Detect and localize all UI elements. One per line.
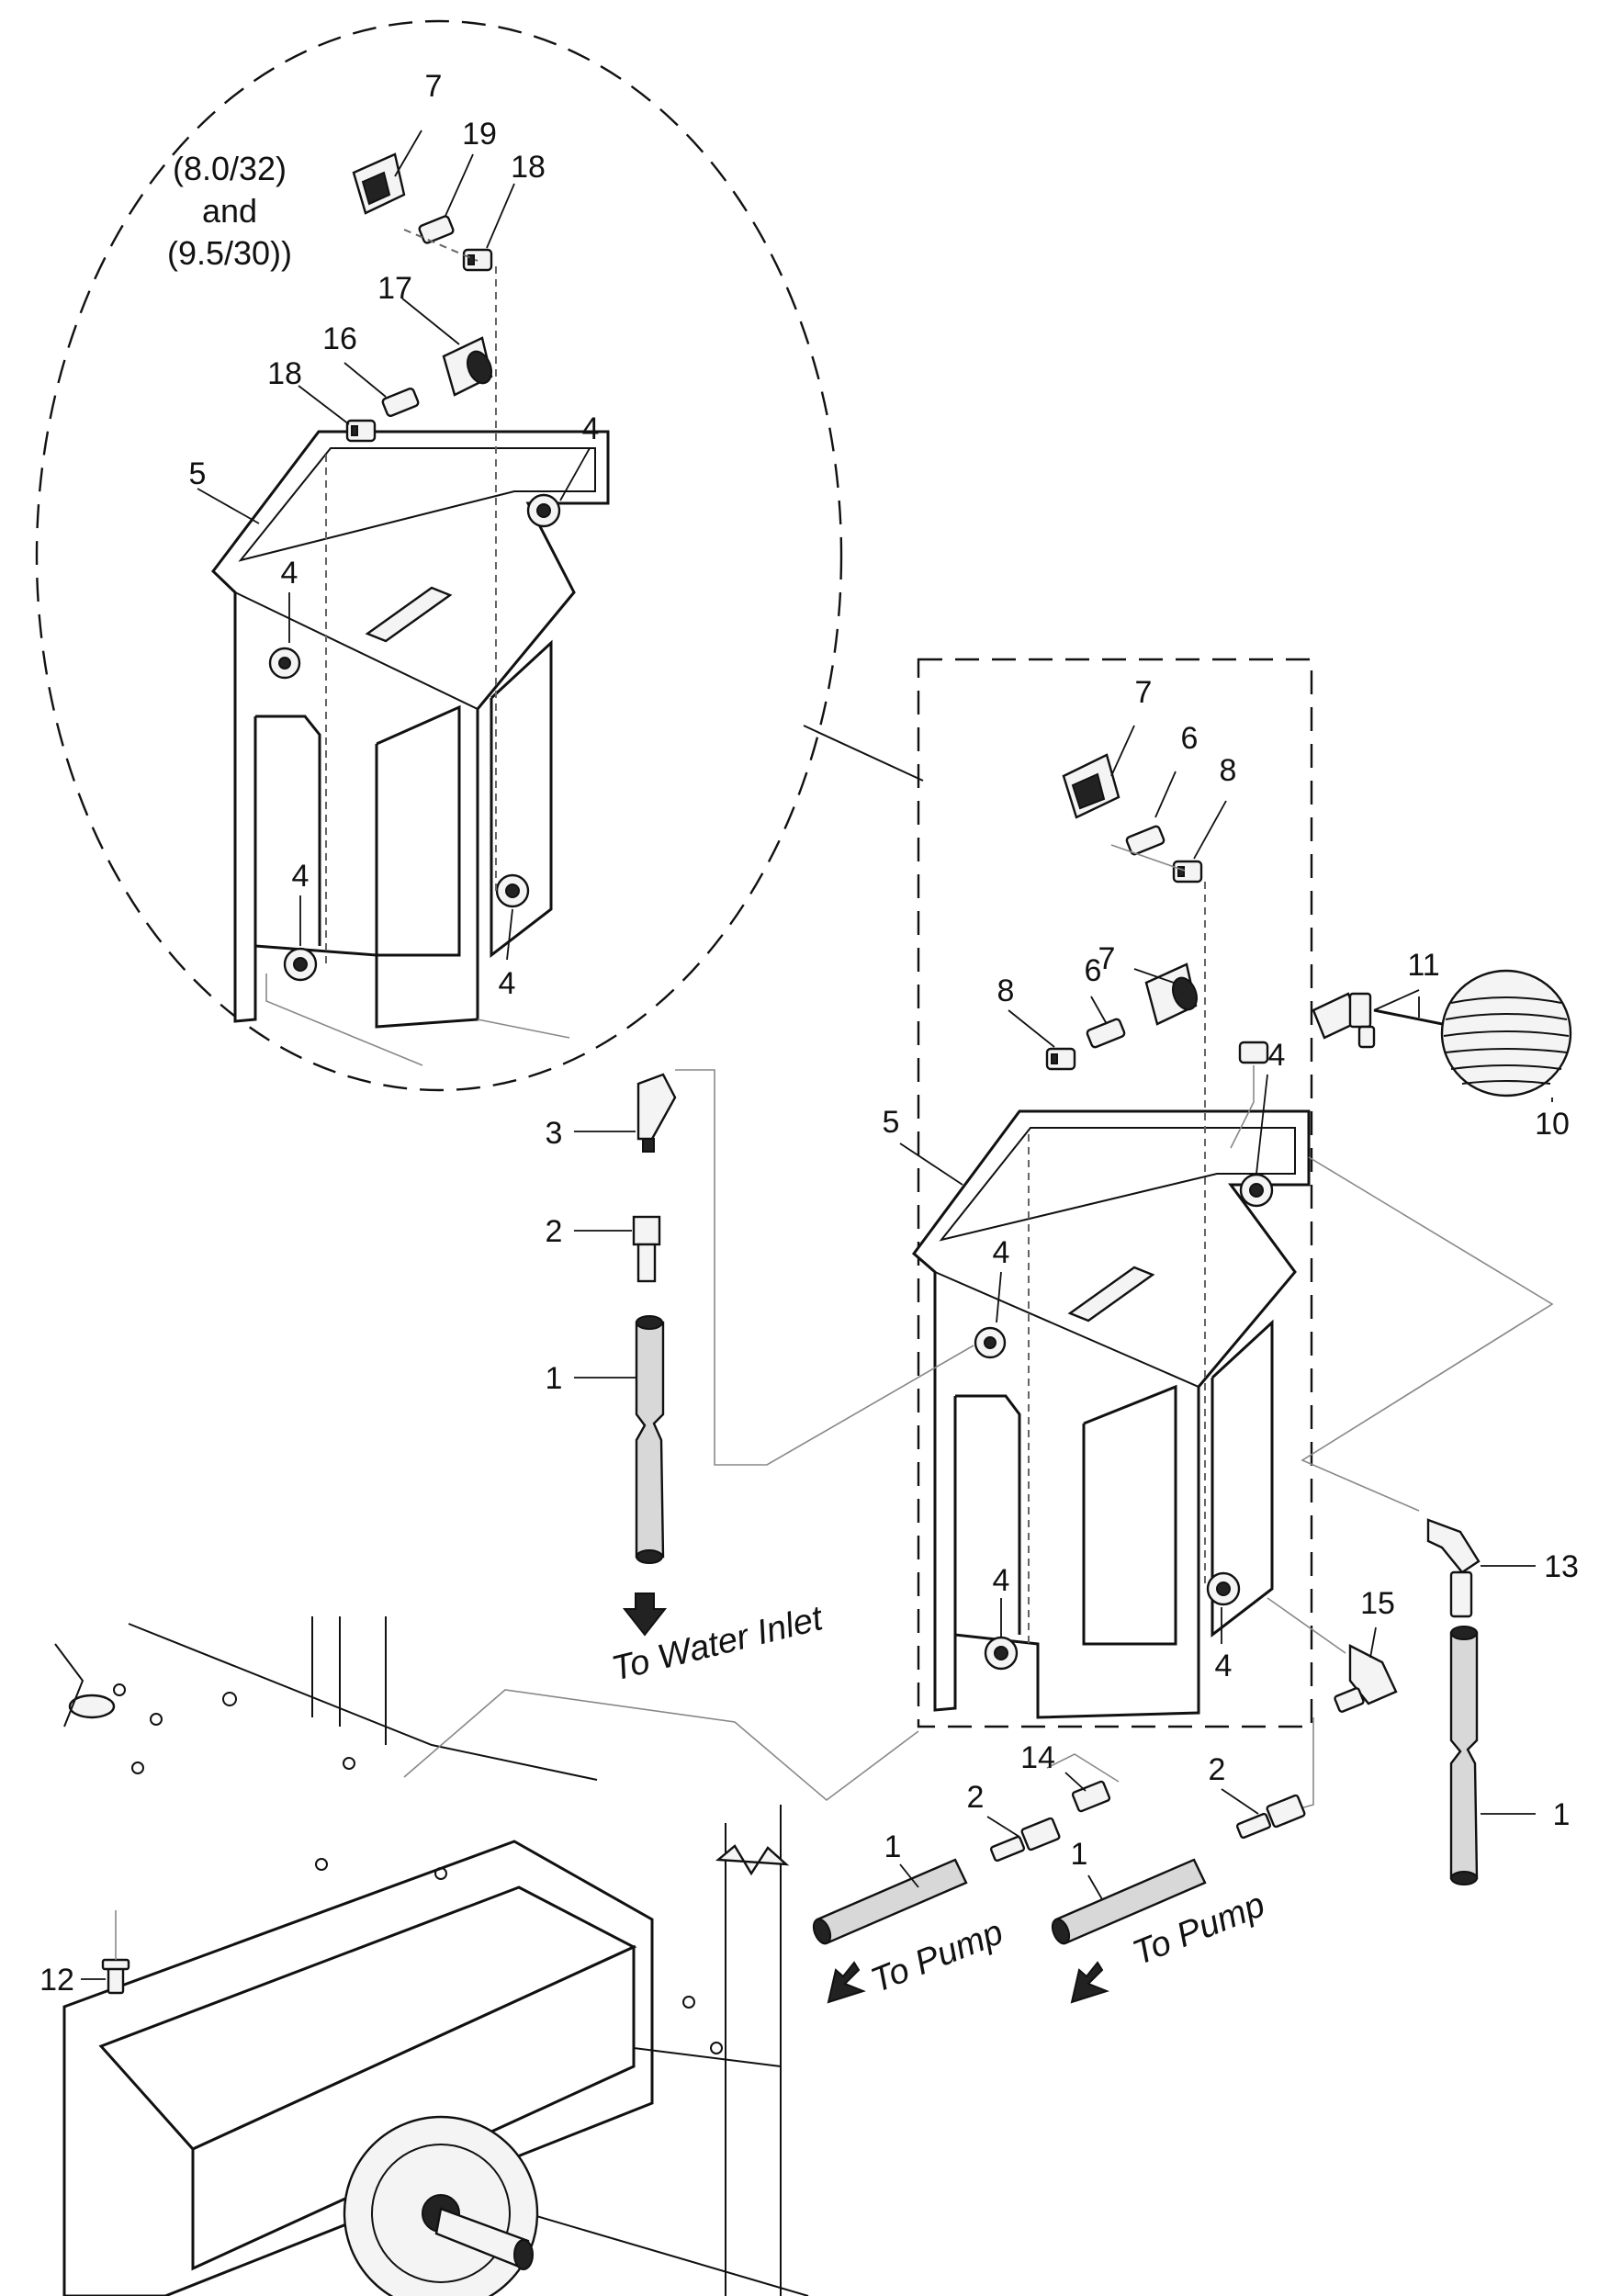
main-tank (911, 882, 1311, 1719)
leader-lines (81, 129, 1553, 1980)
callout-number: 2 (967, 1780, 985, 1815)
nipple-14 (1071, 1780, 1111, 1813)
elbow-15 (1334, 1644, 1398, 1713)
hose-barb-2-left (989, 1817, 1061, 1863)
hose-barb-2-inlet (632, 1215, 661, 1283)
float-ball (1440, 969, 1572, 1097)
callout-number: 6 (1181, 721, 1199, 756)
detail-float-switch-upper (352, 152, 406, 215)
callout-number: 13 (1544, 1549, 1579, 1584)
float-valve (1312, 992, 1475, 1049)
callout-number: 1 (1071, 1837, 1088, 1872)
callout-number: 4 (1268, 1038, 1286, 1073)
callout-number: 4 (292, 859, 310, 894)
variant-note-line: (9.5/30)) (167, 234, 292, 272)
main-dashed-boundary (917, 658, 1313, 1728)
main-assembly (911, 658, 1313, 1728)
callout-number: 7 (1135, 675, 1153, 710)
hose-1-inlet (635, 1315, 665, 1564)
pump-line-right (1051, 1597, 1398, 2004)
hose-1-pump-left (812, 1858, 968, 1945)
callout-number: 19 (462, 117, 497, 152)
nipple-8-lower (1045, 1047, 1076, 1071)
water-inlet-arrow (622, 1593, 668, 1637)
callout-number: 7 (425, 69, 443, 104)
callout-numbers: 7 19 18 17 16 18 4 5 4 4 4 7 6 8 7 6 8 1… (39, 69, 1579, 1998)
callout-number: 5 (883, 1105, 900, 1140)
callout-number: 1 (884, 1829, 902, 1864)
detail-view (35, 19, 843, 1092)
callout-number: 4 (993, 1563, 1010, 1598)
callout-number: 16 (322, 321, 357, 356)
callout-number: 4 (582, 411, 600, 446)
callout-number: 4 (499, 966, 516, 1001)
detail-nipple-18-lower (345, 419, 377, 443)
callout-number: 17 (377, 271, 412, 306)
screw-12 (101, 1910, 130, 1995)
float-switch-upper (1062, 753, 1120, 819)
callout-number: 2 (546, 1214, 563, 1249)
callout-number: 18 (267, 356, 302, 391)
callout-number: 12 (39, 1963, 74, 1998)
callout-number: 18 (511, 150, 546, 185)
callout-number: 8 (997, 974, 1015, 1008)
callout-number: 4 (1215, 1649, 1233, 1683)
callout-number: 4 (993, 1235, 1010, 1270)
callout-number: 11 (1407, 948, 1439, 983)
detail-float-switch-lower (442, 336, 493, 397)
callout-number: 1 (1553, 1797, 1571, 1832)
right-line (1301, 1156, 1554, 1885)
elbow-13 (1426, 1518, 1481, 1618)
pump-label-left: To Pump (866, 1913, 1008, 2000)
detail-adapter-16 (381, 387, 420, 418)
adapter-6-upper (1125, 825, 1165, 856)
variant-note-line: (8.0/32) (173, 150, 287, 187)
callout-number: 1 (546, 1361, 563, 1396)
callout-number: 14 (1020, 1740, 1055, 1775)
callout-number: 8 (1220, 753, 1237, 788)
detail-tank (210, 266, 610, 1066)
pump-arrow-right (1070, 1961, 1109, 2004)
nipple-8-upper (1172, 860, 1203, 884)
variant-note: (8.0/32) and (9.5/30)) (167, 150, 292, 272)
float-switch-lower (1144, 962, 1199, 1026)
inlet-line (622, 1069, 974, 1637)
hose-1-pump-mid (1051, 1858, 1207, 1945)
hose-barb-2-right (1235, 1794, 1306, 1840)
detail-adapter-19 (418, 215, 455, 244)
base-frame (54, 1616, 919, 2296)
callout-number: 4 (281, 556, 298, 591)
callout-number: 5 (189, 456, 207, 491)
pump-arrow-left (827, 1961, 866, 2004)
callout-number: 2 (1209, 1752, 1226, 1787)
detail-dashed-boundary (35, 19, 843, 1092)
callout-number: 3 (546, 1116, 563, 1151)
elbow-3 (636, 1073, 677, 1153)
hose-1-right (1449, 1626, 1479, 1885)
callout-number: 6 (1085, 953, 1102, 988)
callout-number: 15 (1360, 1586, 1395, 1621)
variant-note-line: and (202, 192, 257, 230)
callout-number: 10 (1535, 1107, 1570, 1142)
inlet-fitting (1238, 1041, 1269, 1064)
pump-line-left (812, 1753, 1120, 2004)
adapter-6-lower (1086, 1018, 1126, 1049)
callout-number: 7 (1098, 941, 1116, 976)
